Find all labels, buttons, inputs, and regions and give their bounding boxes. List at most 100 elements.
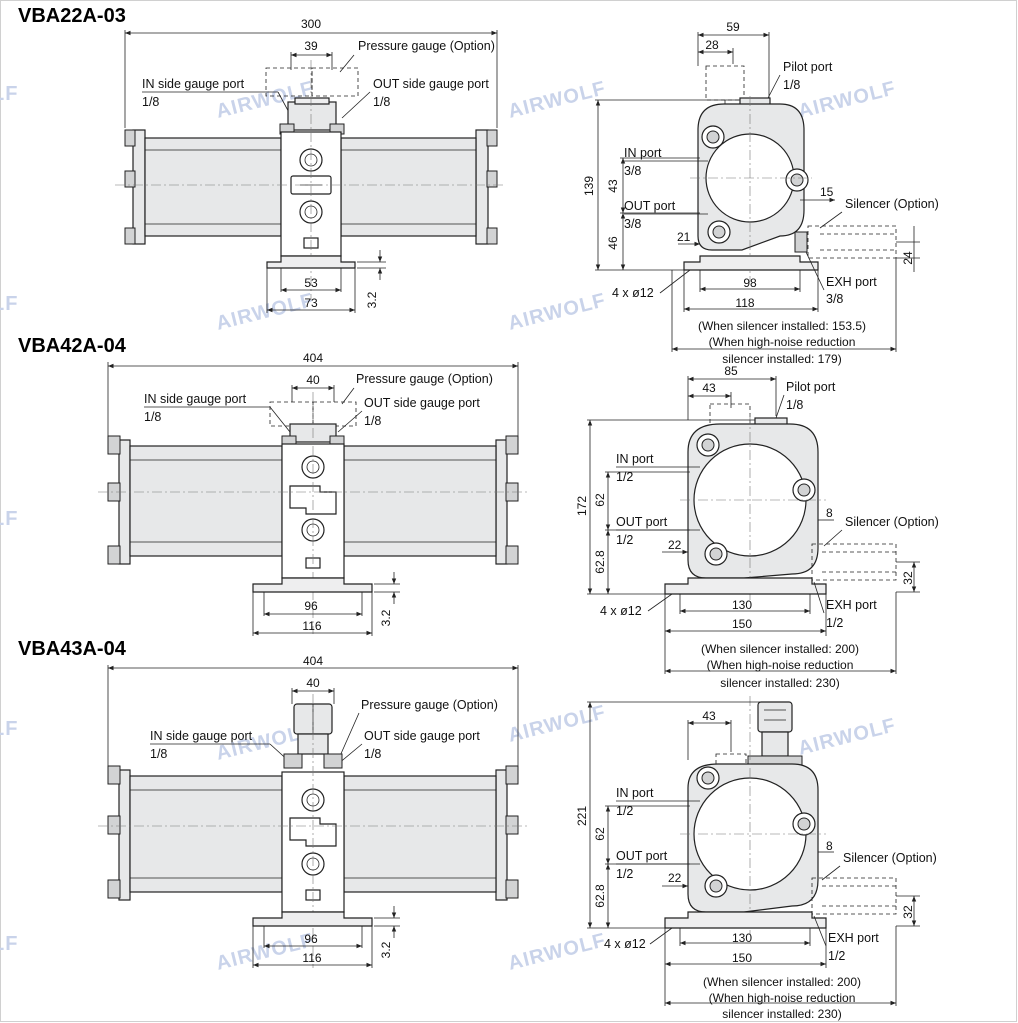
label-out-gauge-size: 1/8: [364, 414, 381, 428]
label-out-gauge-port: OUT side gauge port: [364, 729, 480, 743]
dim-mount-outer: 116: [302, 619, 321, 633]
nut: [124, 170, 136, 188]
dim-overall-width: 404: [303, 351, 323, 365]
note-silencer: (When silencer installed: 200): [701, 642, 859, 656]
dim-base-inner: 98: [743, 276, 757, 290]
label-out-port: OUT port: [616, 515, 668, 529]
side-view: 43 221: [575, 696, 937, 1021]
label-pressure-gauge: Pressure gauge (Option): [361, 698, 498, 712]
nut: [124, 129, 136, 147]
dim-offset-top: 43: [702, 709, 716, 723]
watermark-edge: LF: [0, 933, 18, 955]
dim-width-top: 85: [724, 364, 738, 378]
nut: [124, 227, 136, 245]
silencer-outline: [811, 543, 897, 581]
cylinder-barrel-left: [144, 137, 282, 237]
label-out-port: OUT port: [616, 849, 668, 863]
side-view: 85 43 Pilot port 1/8: [575, 364, 939, 690]
valve-block: [287, 101, 337, 131]
label-out-gauge-size: 1/8: [364, 747, 381, 761]
label-exh-size: 1/2: [828, 949, 845, 963]
dim-mount-outer: 73: [304, 296, 318, 310]
label-in-gauge-port: IN side gauge port: [150, 729, 253, 743]
label-exh-port: EXH port: [826, 275, 877, 289]
watermark: AIRWOLF: [796, 77, 898, 123]
label-silencer: Silencer (Option): [843, 851, 937, 865]
mounting-bracket: [266, 255, 356, 269]
dim-gauge-spacing: 39: [304, 39, 318, 53]
label-in-gauge-port: IN side gauge port: [144, 392, 247, 406]
watermark: AIRWOLF: [506, 77, 608, 123]
pressure-gauge: [757, 701, 793, 733]
dim-silencer-offset: 15: [820, 185, 834, 199]
label-out-gauge-port: OUT side gauge port: [373, 77, 489, 91]
dim-height-lower: 62.8: [593, 550, 607, 574]
dim-silencer-dia: 32: [901, 905, 915, 919]
dim-height-upper: 62: [593, 827, 607, 841]
dim-base-offset: 21: [677, 230, 691, 244]
model-title: VBA42A-04: [18, 335, 127, 357]
end-plate-right: [475, 129, 489, 245]
label-in-port: IN port: [616, 786, 654, 800]
label-pilot-size: 1/8: [786, 398, 803, 412]
dim-overall-width: 300: [301, 17, 321, 31]
front-view: 300 39 Pressure gauge (Option) IN side g…: [115, 17, 505, 313]
watermark-edge: LF: [0, 718, 18, 740]
cylinder-barrel-right: [343, 775, 497, 893]
label-in-gauge-size: 1/8: [144, 410, 161, 424]
nut: [486, 129, 498, 147]
dim-height-total: 139: [582, 176, 596, 196]
cylinder-barrel-left: [129, 445, 283, 557]
end-plate-left: [118, 769, 131, 901]
dim-silencer-offset: 8: [826, 506, 833, 520]
dim-base-outer: 150: [732, 617, 752, 631]
end-plate-right: [495, 769, 508, 901]
mounting-bracket: [252, 911, 373, 927]
indicator-window: [289, 817, 337, 847]
watermark-edge: LF: [0, 293, 18, 315]
silencer-outline: [807, 225, 897, 259]
dim-base-inner: 130: [732, 598, 752, 612]
label-exh-port: EXH port: [828, 931, 879, 945]
dim-overall-width: 404: [303, 654, 323, 668]
mounting-bracket: [252, 577, 373, 593]
label-out-size: 3/8: [624, 217, 641, 231]
watermark-edge: LF: [0, 508, 18, 530]
note-high-noise: (When high-noise reduction: [709, 335, 856, 349]
label-in-port: IN port: [616, 452, 654, 466]
model-vba42a-04: VBA42A-04 404 40 Pressure gauge (Option)…: [18, 335, 939, 690]
dim-gauge-spacing: 40: [306, 676, 320, 690]
base-plate: [664, 911, 827, 929]
label-exh-size: 1/2: [826, 616, 843, 630]
dim-mount-inner: 96: [304, 932, 318, 946]
label-out-port: OUT port: [624, 199, 676, 213]
note-high-noise-value: silencer installed: 230): [720, 676, 839, 690]
dim-silencer-dia: 24: [901, 251, 915, 265]
label-pilot-port: Pilot port: [783, 60, 833, 74]
model-title: VBA43A-04: [18, 638, 127, 660]
dim-offset-top: 28: [705, 38, 719, 52]
label-out-size: 1/2: [616, 867, 633, 881]
label-in-size: 1/2: [616, 470, 633, 484]
dim-height-upper: 62: [593, 493, 607, 507]
dim-mount-thickness: 3.2: [379, 609, 393, 626]
label-holes: 4 x ø12: [604, 937, 646, 951]
front-view: 404 40 Pressure gauge (Option) IN side g…: [98, 654, 528, 968]
dim-silencer-dia: 32: [901, 571, 915, 585]
dim-width-top: 59: [726, 20, 740, 34]
label-in-size: 3/8: [624, 164, 641, 178]
label-in-port: IN port: [624, 146, 662, 160]
label-in-size: 1/2: [616, 804, 633, 818]
end-plate-right: [495, 439, 508, 565]
dim-mount-outer: 116: [302, 951, 321, 965]
model-title: VBA22A-03: [18, 5, 126, 27]
cylinder-barrel-left: [129, 775, 283, 893]
watermark: AIRWOLF: [506, 929, 608, 975]
label-silencer: Silencer (Option): [845, 197, 939, 211]
label-pressure-gauge: Pressure gauge (Option): [356, 372, 493, 386]
dim-gauge-spacing: 40: [306, 373, 320, 387]
dim-height-total: 172: [575, 496, 589, 516]
note-high-noise-value: silencer installed: 179): [722, 352, 841, 366]
